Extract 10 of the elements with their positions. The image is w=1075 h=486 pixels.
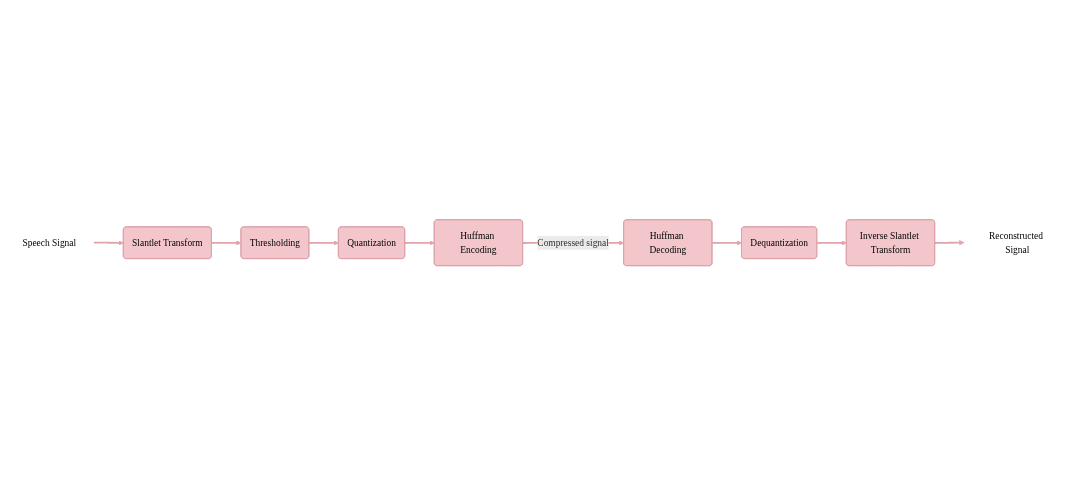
arrow [934, 240, 965, 246]
arrow [92, 240, 124, 246]
node-text: Speech Signal [22, 237, 77, 248]
arrow [210, 240, 242, 246]
arrow [404, 240, 435, 246]
arrow [308, 240, 339, 246]
arrow [816, 240, 847, 246]
arrow [711, 240, 743, 246]
node-text: Reconstructed Signal [989, 230, 1043, 255]
edge-label: Compressed signal [537, 237, 609, 248]
